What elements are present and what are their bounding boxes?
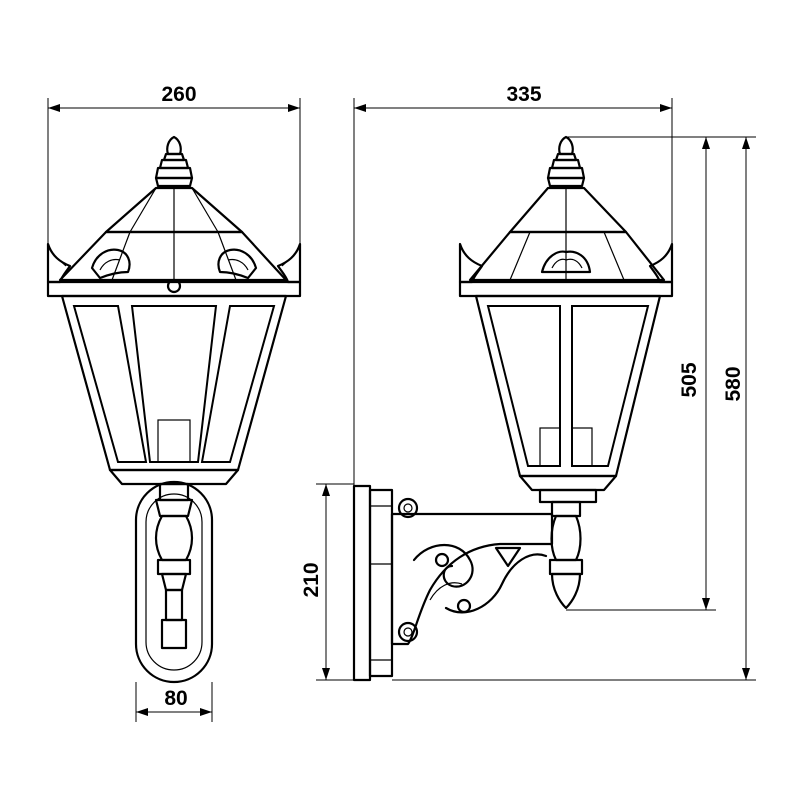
front-rim <box>46 280 302 298</box>
side-stem <box>548 500 584 610</box>
front-finial <box>154 135 194 188</box>
side-finial <box>546 135 586 188</box>
dimension-lines <box>47 98 756 722</box>
side-view <box>352 135 674 682</box>
side-depth-dimension-label: 335 <box>506 83 541 106</box>
front-crown-ornaments <box>46 242 302 294</box>
side-wall-plate <box>352 484 394 682</box>
side-bracket <box>390 497 554 646</box>
front-stem <box>154 482 194 650</box>
backplate-height-dimension-label: 210 <box>300 562 323 597</box>
side-roof <box>468 186 666 282</box>
lantern-height-dimension-label: 505 <box>678 362 701 397</box>
backplate-width-dimension-label: 80 <box>164 687 187 710</box>
front-backplate <box>134 480 214 684</box>
side-crown-ornaments <box>458 242 674 284</box>
front-roof <box>58 186 288 282</box>
total-height-dimension-label: 580 <box>722 366 745 401</box>
side-lantern-body <box>474 294 662 504</box>
front-view <box>46 135 302 684</box>
front-width-dimension-label: 260 <box>161 83 196 106</box>
side-rim <box>458 280 674 298</box>
front-lantern-body <box>60 294 288 486</box>
